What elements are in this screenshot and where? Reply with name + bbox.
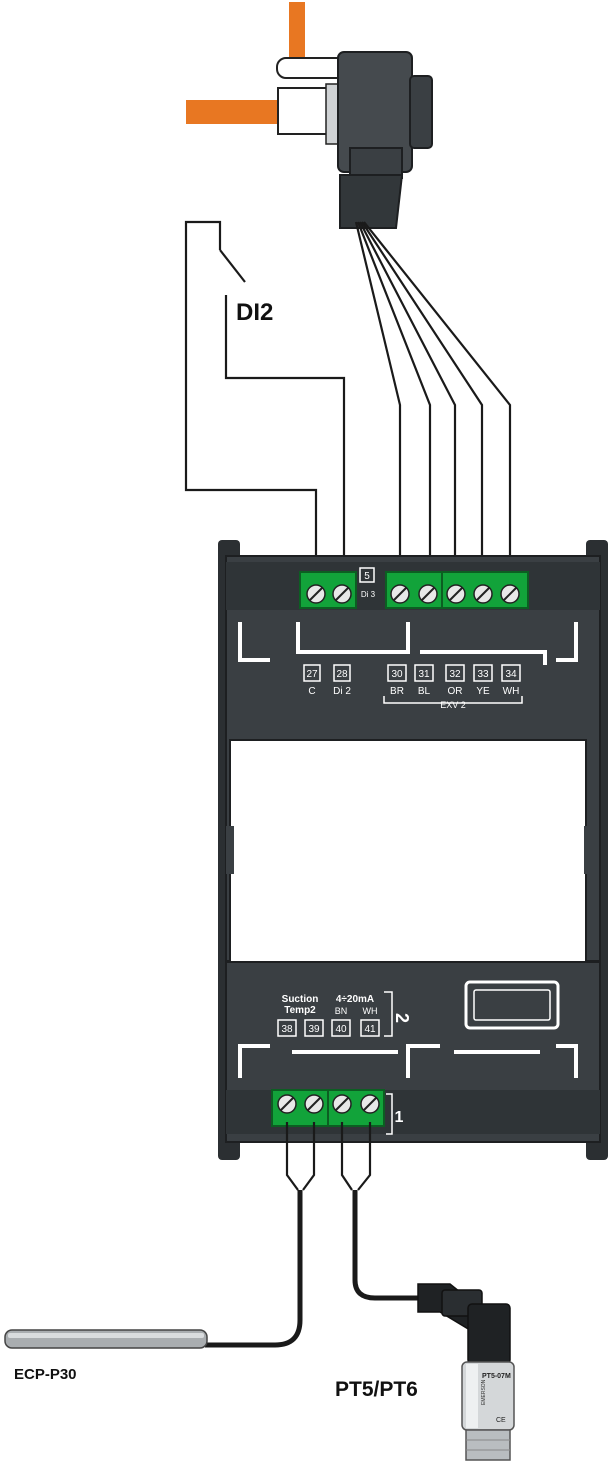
transducer-model: PT5-07M (482, 1373, 511, 1380)
pt5-transducer: EMERSON PT5-07M CE (417, 1283, 515, 1461)
terminal-31-name: BL (418, 686, 431, 697)
bracket-number: 1 (395, 1109, 404, 1126)
terminal-block-exv (385, 571, 529, 609)
ma-label: 4÷20mA (336, 994, 374, 1005)
terminal-30-name: BR (390, 686, 404, 697)
terminal-block-bottom (271, 1089, 385, 1127)
terminal-32: 32 (449, 669, 461, 680)
exv2-group-label: EXV 2 (440, 700, 466, 710)
wire-wh-label: WH (363, 1006, 378, 1016)
bottom-terminal-labels: Suction Temp2 4÷20mA BN WH 38 39 40 41 2… (277, 991, 412, 1135)
temp2-label: Temp2 (284, 1005, 316, 1016)
wire-bn-label: BN (335, 1006, 348, 1016)
pipe-horizontal (186, 100, 286, 124)
terminal-27: 27 (306, 669, 318, 680)
valve-cables (354, 221, 512, 588)
terminal-32-name: OR (448, 686, 463, 697)
terminal-27-name: C (308, 686, 315, 697)
terminal-33: 33 (477, 669, 489, 680)
pt5-pt6-label: PT5/PT6 (335, 1378, 418, 1401)
transducer-ce-mark: CE (496, 1417, 506, 1424)
temp-sensor-cable (205, 1190, 303, 1348)
di2-label: DI2 (236, 299, 273, 326)
terminal-31: 31 (418, 669, 430, 680)
di3-terminal-number: 5 (364, 571, 370, 582)
sensor-cables (285, 1122, 372, 1191)
terminal-28: 28 (336, 669, 348, 680)
ecp-p30-probe (4, 1329, 208, 1349)
transducer-brand: EMERSON (481, 1379, 487, 1405)
terminal-40: 40 (335, 1024, 347, 1035)
expansion-valve (186, 2, 433, 229)
terminal-41: 41 (364, 1024, 376, 1035)
pressure-sensor-cable (352, 1190, 420, 1301)
terminal-38: 38 (281, 1024, 293, 1035)
terminal-39: 39 (308, 1024, 320, 1035)
terminal-34: 34 (505, 669, 517, 680)
terminal-34-name: WH (503, 686, 520, 697)
terminal-33-name: YE (476, 686, 490, 697)
suction-label: Suction (282, 994, 319, 1005)
channel-number: 2 (392, 1013, 412, 1023)
controller-module: 27 C 28 Di 2 30 BR 31 BL 32 OR 33 YE 34 … (218, 540, 608, 1160)
module-window (229, 739, 587, 963)
di2-switch (184, 220, 346, 588)
di3-label: Di 3 (361, 590, 376, 599)
terminal-block-di2 (299, 571, 357, 609)
top-terminal-labels: 27 C 28 Di 2 30 BR 31 BL 32 OR 33 YE 34 … (303, 664, 523, 710)
pipe-vertical (289, 2, 305, 60)
terminal-30: 30 (391, 669, 403, 680)
ecp-p30-label: ECP-P30 (14, 1366, 77, 1383)
terminal-28-name: Di 2 (333, 686, 351, 697)
